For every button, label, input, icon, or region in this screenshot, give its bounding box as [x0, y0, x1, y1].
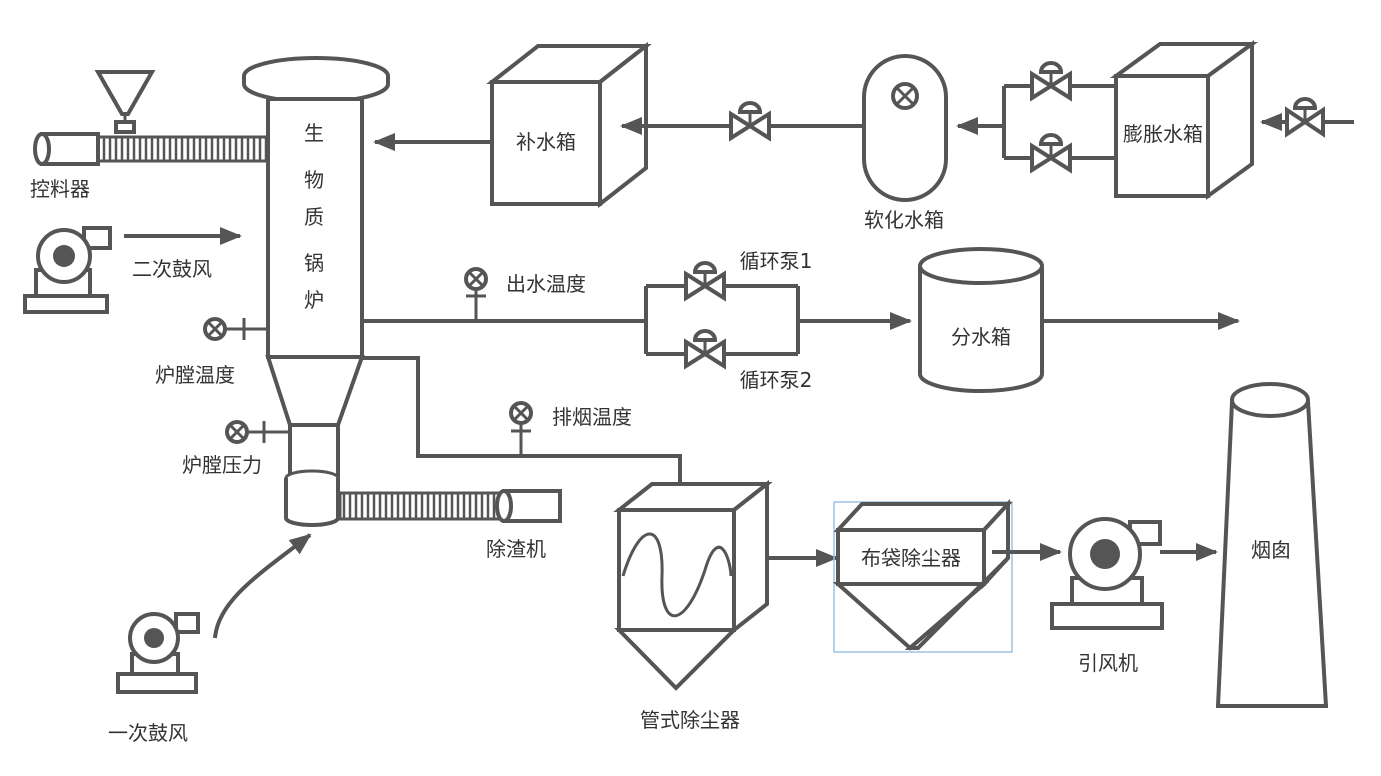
boiler-char-4: 锅	[304, 251, 324, 275]
makeup-tank-label: 补水箱	[516, 130, 576, 154]
inlet-valve	[1285, 97, 1325, 138]
feeder-label: 控料器	[30, 177, 90, 201]
boiler-char-3: 质	[304, 205, 324, 229]
pump-1: 循环泵1	[684, 249, 813, 302]
secondary-air-blower: 二次鼓风	[23, 226, 242, 314]
distributor-tank: 分水箱	[918, 247, 1044, 393]
slag-remover: 除渣机	[338, 489, 562, 561]
tube-dust-collector: 管式除尘器	[613, 479, 773, 732]
exhaust-temp-gauge: 排烟温度	[509, 401, 632, 456]
furnace-pressure-gauge: 炉膛压力	[182, 420, 290, 477]
induced-fan-label: 引风机	[1078, 651, 1138, 675]
bag-filter: 布袋除尘器	[832, 498, 1013, 653]
primary-air-arrow	[213, 533, 312, 639]
expansion-valve-upper	[1030, 61, 1072, 102]
exhaust-temp-label: 排烟温度	[552, 405, 632, 429]
makeup-valve	[729, 101, 771, 142]
secondary-air-label: 二次鼓风	[132, 257, 212, 281]
boiler-char-1: 生	[304, 121, 324, 145]
outlet-temp-gauge: 出水温度	[464, 267, 586, 321]
chimney-label: 烟囱	[1251, 538, 1291, 562]
bag-filter-label: 布袋除尘器	[861, 546, 961, 570]
softened-tank: 软化水箱	[862, 54, 948, 232]
pump-2: 循环泵2	[684, 329, 813, 392]
biomass-boiler: 生 物 质 锅 炉	[242, 56, 390, 527]
chimney: 烟囱	[1215, 382, 1329, 708]
softened-tank-label: 软化水箱	[864, 208, 944, 232]
expansion-valve-lower	[1030, 133, 1072, 174]
pump-1-label: 循环泵1	[740, 249, 813, 273]
pump-2-label: 循环泵2	[740, 368, 813, 392]
primary-air-blower: 一次鼓风	[108, 533, 312, 745]
outlet-temp-label: 出水温度	[506, 272, 586, 296]
primary-air-label: 一次鼓风	[108, 721, 188, 745]
furnace-pressure-label: 炉膛压力	[182, 453, 262, 477]
makeup-tank: 补水箱	[486, 41, 652, 209]
furnace-temp-gauge: 炉膛温度	[155, 317, 268, 387]
slag-remover-label: 除渣机	[486, 537, 546, 561]
expansion-tank-label: 膨胀水箱	[1123, 122, 1203, 146]
feeder: 控料器	[30, 70, 270, 201]
expansion-tank: 膨胀水箱	[1109, 40, 1259, 200]
boiler-char-2: 物	[304, 168, 324, 192]
tube-collector-label: 管式除尘器	[640, 708, 740, 732]
furnace-temp-label: 炉膛温度	[155, 363, 235, 387]
distributor-label: 分水箱	[951, 325, 1011, 349]
boiler-char-5: 炉	[304, 288, 324, 312]
induced-fan: 引风机	[1050, 517, 1164, 675]
